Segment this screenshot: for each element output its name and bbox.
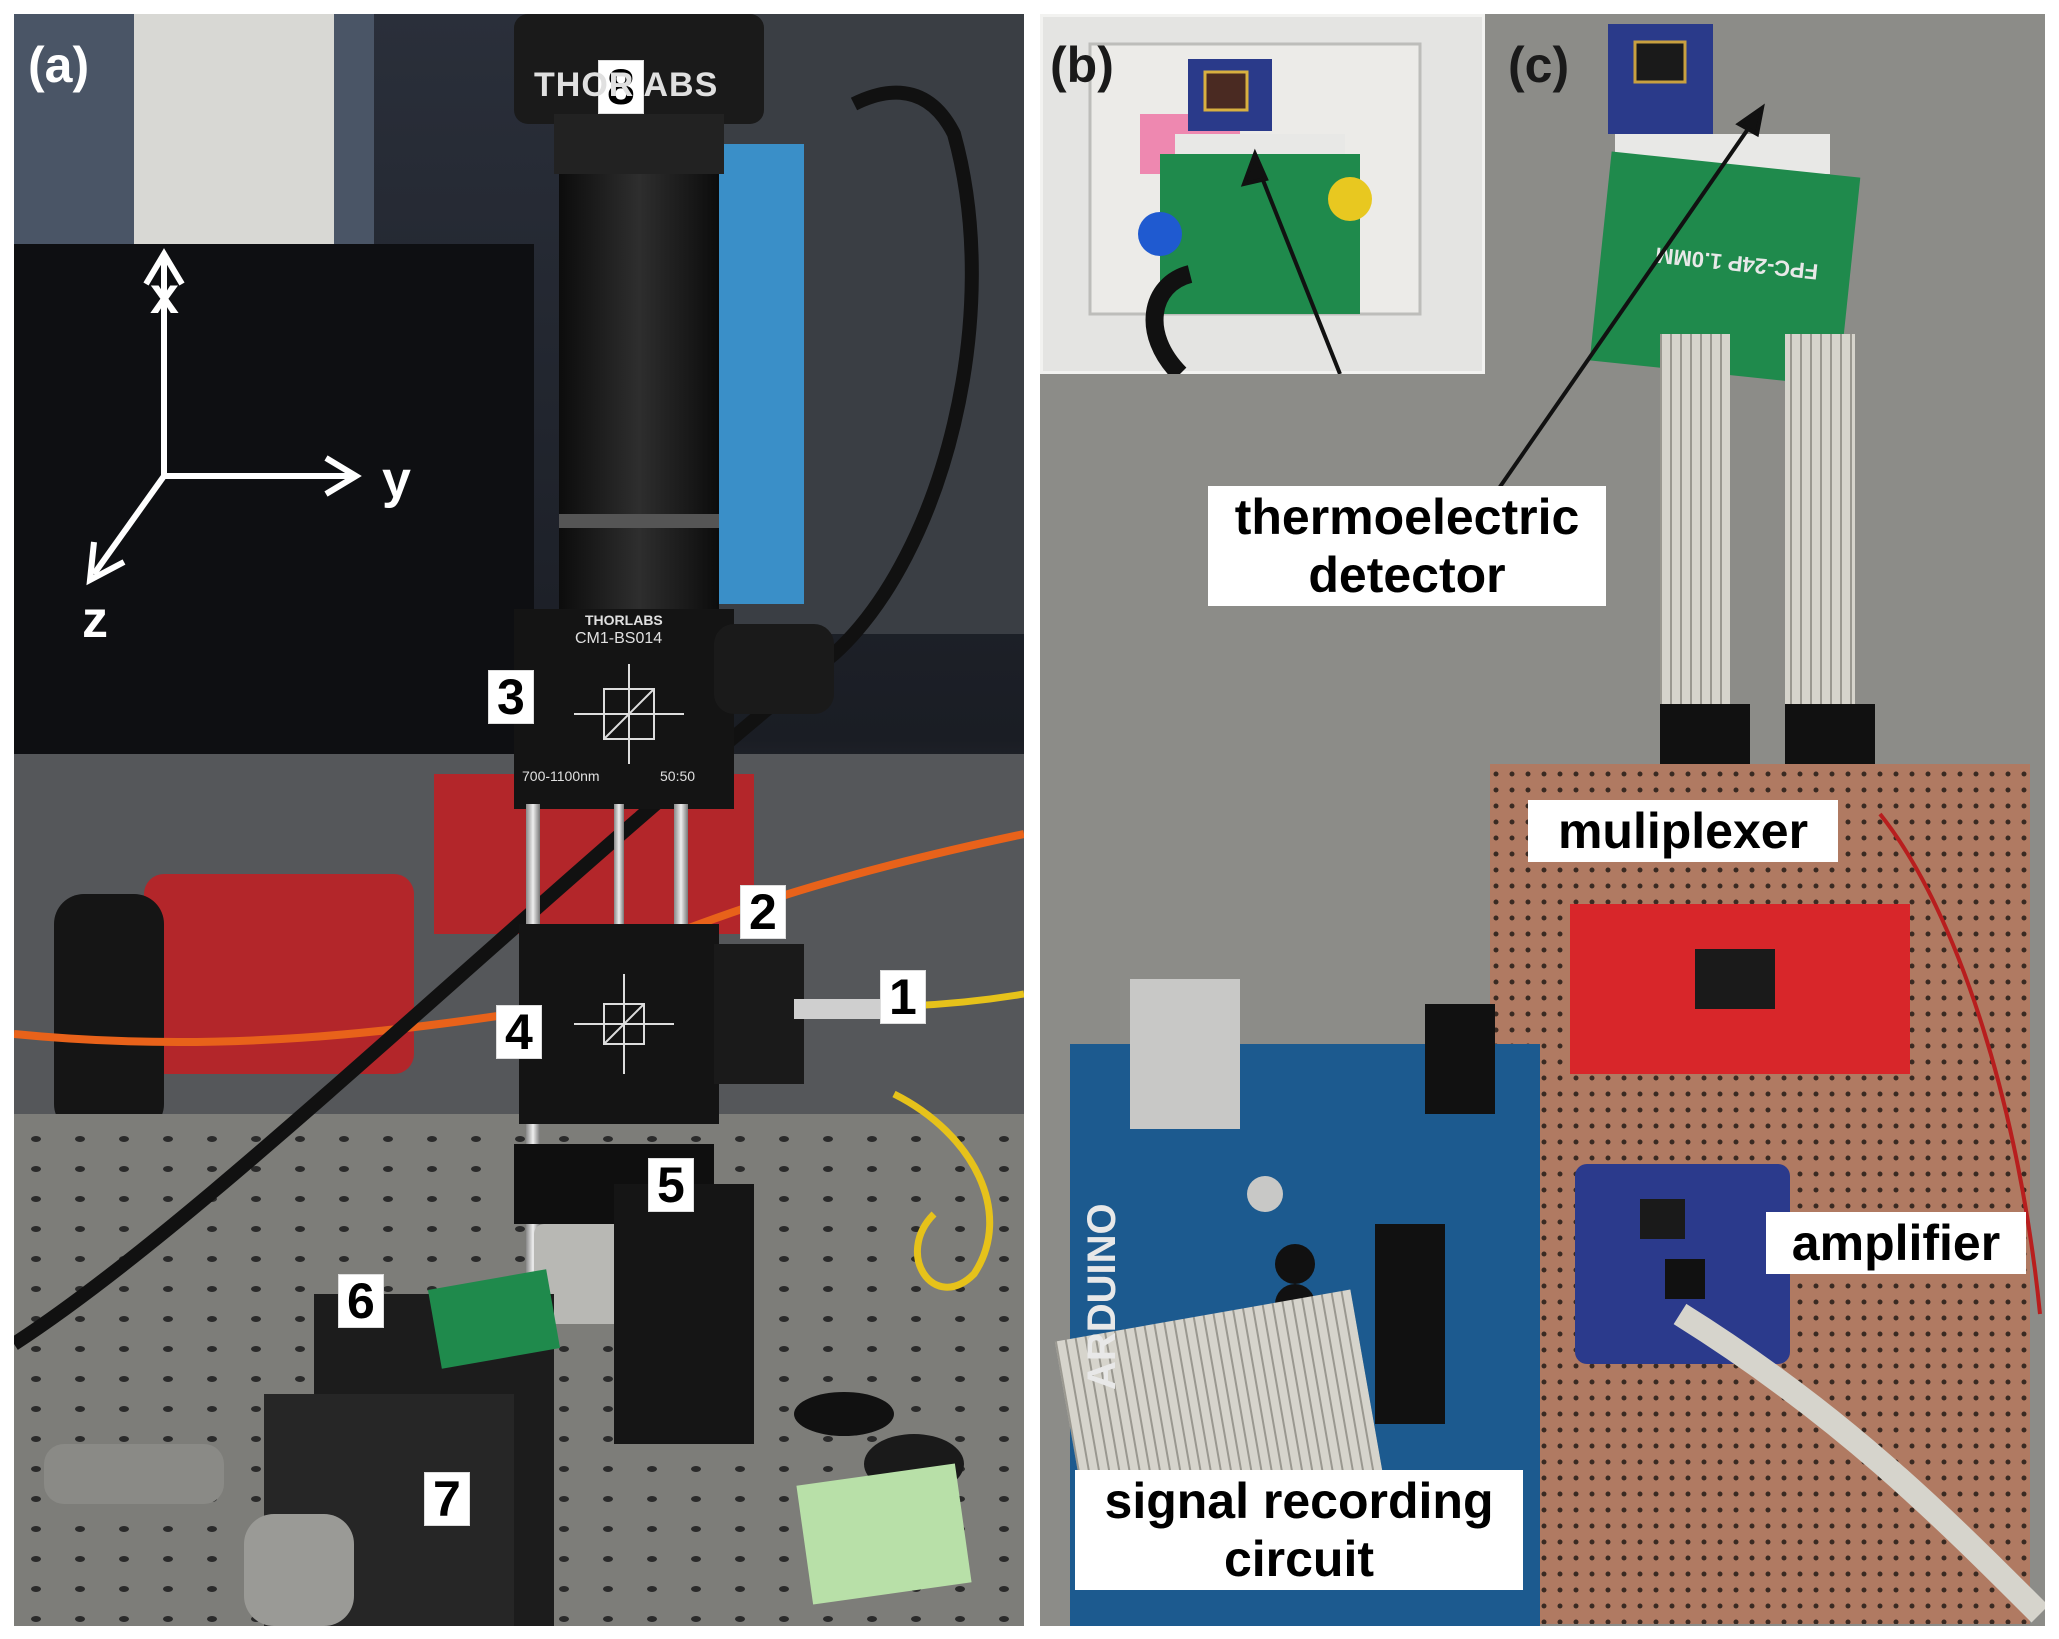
component-number-6: 6: [338, 1274, 384, 1328]
camera-brand-text: THOR ABS: [534, 66, 719, 104]
component-number-8: 8: [598, 60, 644, 114]
callout-line-1: thermoelectric: [1234, 489, 1580, 545]
arduino-brand-text: ARDUINO: [1080, 1203, 1124, 1390]
beamsplitter-range-text: 700-1100nm: [522, 768, 600, 784]
amplifier-callout: amplifier: [1766, 1212, 2026, 1274]
callout-line-1: signal recording: [1104, 1473, 1494, 1529]
panel-a-photo: [14, 14, 1024, 1626]
component-number-1: 1: [880, 970, 926, 1024]
callout-line-2: detector: [1308, 547, 1506, 603]
coordinate-axes-arrows: [86, 248, 362, 586]
detector-pointer-arrows: [1493, 103, 1765, 496]
panel-b-photo: [1040, 14, 1485, 374]
component-number-4: 4: [496, 1005, 542, 1059]
panel-b-letter: (b): [1050, 37, 1114, 93]
multiplexer-callout: muliplexer: [1528, 800, 1838, 862]
signal-recording-circuit-callout: signal recording circuit: [1075, 1470, 1523, 1590]
beamsplitter-ratio-text: 50:50: [660, 768, 696, 784]
axis-y-label: y: [382, 451, 411, 509]
axis-x-label: x: [150, 267, 179, 325]
callout-line-2: circuit: [1223, 1531, 1375, 1587]
component-number-7: 7: [424, 1472, 470, 1526]
component-number-2: 2: [740, 885, 786, 939]
detector-in-box-photo: [1040, 14, 1485, 374]
component-number-5: 5: [648, 1158, 694, 1212]
panel-c-letter: (c): [1508, 37, 1570, 93]
thermoelectric-detector-callout: thermoelectric detector: [1208, 486, 1606, 606]
component-number-3: 3: [488, 670, 534, 724]
panel-a-letter: (a): [28, 37, 90, 93]
beamsplitter-brand-text: THORLABS: [585, 612, 663, 628]
beamsplitter-model-text: CM1-BS014: [575, 630, 663, 647]
optical-setup-photo: [14, 14, 1024, 1626]
axis-z-label: z: [82, 591, 108, 649]
